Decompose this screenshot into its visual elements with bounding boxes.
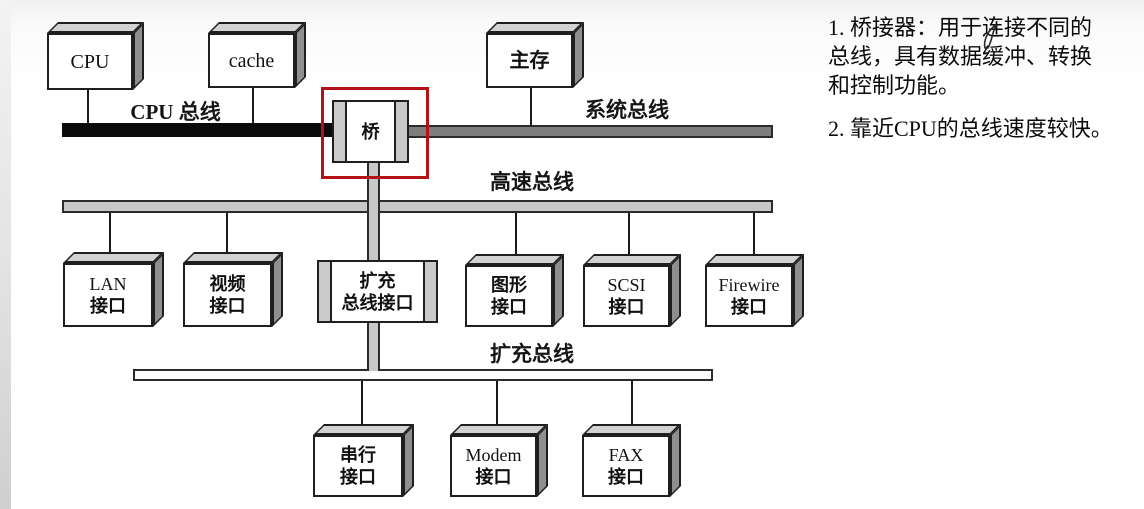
serial-box-side-face <box>403 424 414 497</box>
video-box-top-face <box>183 252 283 263</box>
firewire-connector <box>753 213 755 266</box>
cache-box-label: cache <box>208 33 295 88</box>
bridge-highlight-box <box>321 87 429 179</box>
lan-box-top-face <box>63 252 164 263</box>
firewire-box-top-face <box>705 254 804 265</box>
cpu-box-label: CPU <box>47 33 133 90</box>
modem-box-top-face <box>450 424 548 435</box>
cpu-box-top-face <box>47 22 144 33</box>
node-bridge: 桥 <box>332 100 409 163</box>
notes-panel: 1. 桥接器：用于连接不同的 总线，具有数据缓冲、转换 和控制功能。 2. 靠近… <box>828 13 1144 143</box>
node-cpu: CPU <box>47 22 144 90</box>
cache-connector <box>252 88 254 124</box>
video-box-side-face <box>272 252 283 327</box>
modem-connector <box>496 381 498 435</box>
system-bus-label: 系统总线 <box>585 98 669 122</box>
fax-box-side-face <box>670 424 681 497</box>
node-video-interface: 视频接口 <box>183 252 283 327</box>
expansion-interface-label: 扩充总线接口 <box>341 270 414 313</box>
node-serial-interface: 串行接口 <box>313 424 414 497</box>
highspeed-bus-label: 高速总线 <box>490 170 574 194</box>
fax-connector <box>631 381 633 435</box>
video-box-label: 视频接口 <box>183 263 272 327</box>
cache-box-top-face <box>208 22 306 33</box>
scsi-connector <box>628 213 630 266</box>
graphics-box-side-face <box>553 254 564 327</box>
bridge-label: 桥 <box>361 121 380 142</box>
scsi-box-top-face <box>583 254 681 265</box>
expansion-bus-label: 扩充总线 <box>490 342 574 366</box>
video-connector <box>226 213 228 264</box>
highspeed-bus <box>62 200 773 213</box>
note-1-line-1: 1. 桥接器：用于连接不同的 <box>828 15 1093 40</box>
system-bus <box>405 125 773 138</box>
cpu-bus-label: CPU 总线 <box>130 100 221 124</box>
expansion-interface-to-expansion-bus-link <box>367 322 380 371</box>
node-main-memory: 主存 <box>486 22 584 88</box>
cpu-bus <box>62 123 336 137</box>
expansion-interface-left-stripe <box>319 262 332 321</box>
expansion-bus <box>133 369 713 381</box>
note-1-line-3: 和控制功能。 <box>828 73 961 98</box>
left-edge-shade <box>0 0 11 509</box>
bridge-right-stripe <box>394 102 407 161</box>
graphics-box-label: 图形接口 <box>465 265 553 327</box>
expansion-interface-right-stripe <box>423 262 436 321</box>
serial-box-label: 串行接口 <box>313 435 403 497</box>
main-memory-box-label: 主存 <box>486 33 573 88</box>
serial-box-top-face <box>313 424 414 435</box>
node-expansion-bus-interface: 扩充总线接口 <box>317 260 438 323</box>
firewire-box-side-face <box>793 254 804 327</box>
graphics-connector <box>515 213 517 266</box>
cache-box-side-face <box>295 22 306 88</box>
serial-connector <box>361 381 363 435</box>
main-memory-box-side-face <box>573 22 584 88</box>
fax-box-top-face <box>582 424 681 435</box>
main-memory-connector <box>530 88 532 126</box>
graphics-box-top-face <box>465 254 564 265</box>
cpu-box-side-face <box>133 22 144 90</box>
node-cache: cache <box>208 22 306 88</box>
scsi-box-side-face <box>670 254 681 327</box>
node-graphics-interface: 图形接口 <box>465 254 564 327</box>
bridge-to-highspeed-link <box>367 161 380 261</box>
note-2-line-1: 2. 靠近CPU的总线速度较快。 <box>828 116 1113 141</box>
note-1-line-2: 总线，具有数据缓冲、转换 <box>828 44 1093 69</box>
pen-cursor-mark <box>983 24 998 49</box>
main-memory-box-top-face <box>486 22 584 33</box>
bridge-left-stripe <box>334 102 347 161</box>
modem-box-side-face <box>537 424 548 497</box>
lan-box-side-face <box>153 252 164 327</box>
cpu-connector <box>87 90 89 124</box>
lan-connector <box>109 213 111 264</box>
